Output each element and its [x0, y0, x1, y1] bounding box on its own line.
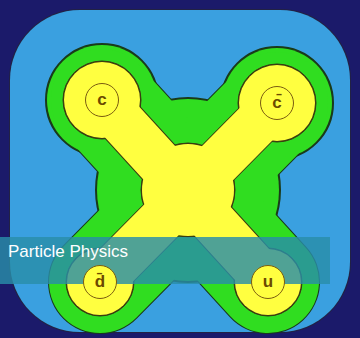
quark-label: c	[97, 91, 106, 110]
quark-label: d̄	[95, 273, 105, 292]
quark-circle: u	[251, 265, 285, 299]
quark-circle: d̄	[83, 265, 117, 299]
quark-label: c̄	[272, 94, 281, 113]
middle-field	[46, 44, 333, 327]
quark-label: u	[263, 273, 273, 292]
quark-circle: c̄	[260, 86, 294, 120]
quark-circle: c	[85, 83, 119, 117]
banner-label: Particle Physics	[8, 242, 128, 262]
